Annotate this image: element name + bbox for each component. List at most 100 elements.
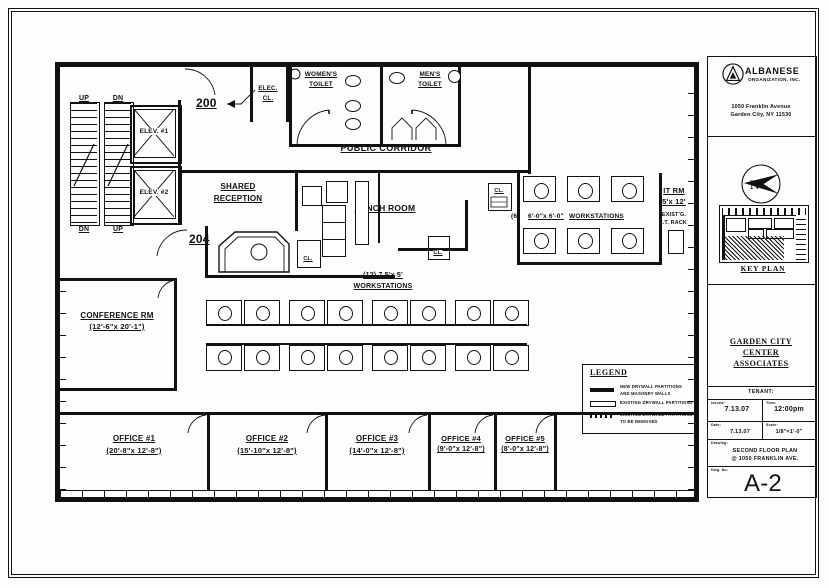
scale-value: 1/8"=1'-0" xyxy=(775,429,803,435)
mens-toilet-label2: TOILET xyxy=(418,81,442,88)
issued-label: Issued: xyxy=(711,401,725,405)
office-4-size: (9'-0"x 12'-8") xyxy=(437,446,485,453)
lunch-counter-2 xyxy=(326,181,348,203)
ws-spine-a xyxy=(206,324,527,326)
lunch-room-wall-left xyxy=(295,173,298,231)
office-row-top-wall xyxy=(60,412,694,415)
elevator-1 xyxy=(130,105,182,164)
main-workstations-count-size: (12) 7.5'x 5' xyxy=(363,272,403,279)
office-2-label: OFFICE #2 xyxy=(245,434,289,443)
window-mullions-right xyxy=(688,75,694,490)
womens-toilet-label2: TOILET xyxy=(309,81,333,88)
office-3-door-icon xyxy=(408,414,428,434)
stair-2-up-label: UP xyxy=(112,226,124,233)
upper-workstations-size: 6'-0"x 6'-0" xyxy=(528,213,564,220)
office-1-label: OFFICE #1 xyxy=(112,434,156,443)
closet-3 xyxy=(488,183,512,211)
title-divider-7 xyxy=(707,466,815,467)
it-room-label: IT RM xyxy=(663,186,685,195)
firm-name: ALBANESE xyxy=(745,66,800,76)
lunch-room-wall-bottom xyxy=(398,248,468,251)
drawing-label: Drawing: xyxy=(711,441,728,445)
office-4-door-icon xyxy=(474,414,494,434)
main-ws-a7-chair xyxy=(467,306,481,321)
mens-fixture-2 xyxy=(448,70,461,83)
legend-box xyxy=(582,364,698,434)
exterior-wall-top xyxy=(55,62,699,67)
suite-200-door-icon xyxy=(184,68,216,96)
womens-fixture-3 xyxy=(345,118,361,130)
main-ws-a8-chair xyxy=(505,306,519,321)
womens-toilet-label: WOMEN'S xyxy=(304,71,338,78)
office-divider-3 xyxy=(428,412,431,490)
stair-2-direction-arrow xyxy=(107,143,129,187)
reception-desk xyxy=(218,231,290,273)
main-ws-b2-chair xyxy=(256,350,270,365)
firm-address-line2: Garden City, NY 11530 xyxy=(730,112,792,118)
lunch-room-wall-right xyxy=(465,200,468,251)
mens-toilet-door-icon xyxy=(411,109,447,146)
title-divider-4 xyxy=(707,399,815,400)
window-band-bottom xyxy=(60,490,694,491)
upper-ws-3-chair xyxy=(622,183,637,199)
exterior-wall-left xyxy=(55,62,60,502)
stair-2-treads xyxy=(105,103,131,223)
conference-wall-right xyxy=(174,278,177,390)
closet-1-label: CL. xyxy=(303,256,313,262)
legend-item-1-line2: AND MASONRY WALLS xyxy=(620,391,671,396)
title-divider-1 xyxy=(707,136,815,137)
office-4-label: OFFICE #4 xyxy=(441,434,481,443)
date-value: 7.13.07 xyxy=(729,429,751,435)
title-vdiv-1 xyxy=(762,399,763,421)
upper-ws-5-chair xyxy=(578,233,593,249)
drawing-title-line1: SECOND FLOOR PLAN xyxy=(732,448,798,454)
office-3-label: OFFICE #3 xyxy=(355,434,399,443)
elec-closet-label: ELEC. xyxy=(258,85,278,92)
office-2-door-icon xyxy=(306,414,326,434)
ws-spine-b xyxy=(206,343,527,345)
main-ws-b1-chair xyxy=(218,350,232,365)
reception-wall-bottom xyxy=(205,275,395,278)
lunch-counter-6 xyxy=(355,181,369,245)
stair-2 xyxy=(104,102,134,226)
firm-suffix: ORGANIZATION, INC. xyxy=(748,77,801,82)
stair-1-dn-label: DN xyxy=(78,226,90,233)
client-name-line1: GARDEN CITY xyxy=(729,337,793,346)
scale-label: Scale: xyxy=(766,423,778,427)
stair-1-up-label: UP xyxy=(78,95,90,102)
elevator-2-label: ELEV. #2 xyxy=(138,189,170,196)
exterior-wall-bottom xyxy=(55,497,699,502)
conference-wall-bottom xyxy=(60,388,177,391)
ws-wing-wall-right xyxy=(659,173,662,265)
closet-3-label: CL. xyxy=(494,188,504,194)
it-room-size: 5'x 12' xyxy=(662,197,686,206)
toilet-block-left-wall xyxy=(289,67,292,147)
lunch-room-label: LUNCH ROOM xyxy=(354,203,416,213)
lunch-counter-5 xyxy=(322,239,346,257)
shared-reception-label2: RECEPTION xyxy=(213,194,263,203)
main-ws-b7-chair xyxy=(467,350,481,365)
public-corridor-label: PUBLIC CORRIDOR xyxy=(340,143,432,153)
main-ws-b8-chair xyxy=(505,350,519,365)
sheet-inner-border xyxy=(11,11,816,575)
elevator-1-car xyxy=(134,109,176,158)
north-arrow-icon: N xyxy=(741,164,781,204)
stair-1-treads xyxy=(71,103,97,223)
lunch-counter-1 xyxy=(302,186,322,206)
title-divider-6 xyxy=(707,439,815,440)
elevator-lobby-wall xyxy=(178,100,181,225)
office-divider-1 xyxy=(207,412,210,490)
title-block xyxy=(707,56,817,498)
office-5-door-icon xyxy=(535,414,555,434)
toilet-block-bottom-wall xyxy=(289,144,461,147)
svg-text:N: N xyxy=(750,177,760,192)
corridor-wall-east-upper xyxy=(528,62,531,174)
lunch-counter-4 xyxy=(322,222,346,240)
office-5-label: OFFICE #5 xyxy=(505,434,545,443)
main-ws-b6-chair xyxy=(422,350,436,365)
main-ws-b3-chair xyxy=(301,350,315,365)
title-vdiv-2 xyxy=(762,421,763,439)
albanese-logo-icon xyxy=(722,63,744,85)
it-rack xyxy=(668,230,684,254)
